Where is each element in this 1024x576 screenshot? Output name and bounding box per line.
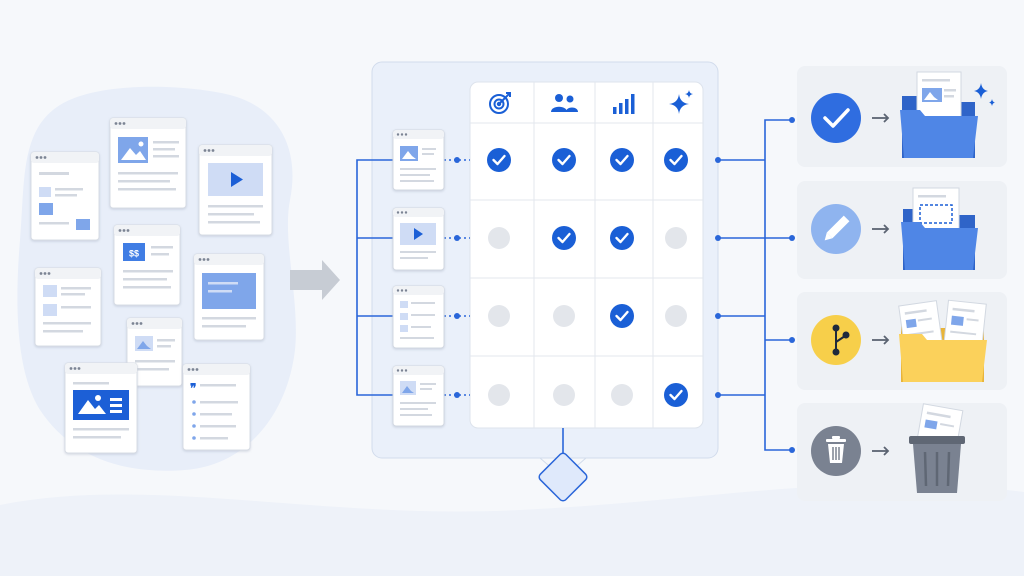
arrow-right-icon: [872, 224, 890, 234]
content-card: [126, 317, 183, 387]
check-mark-icon: [610, 148, 634, 172]
outcome-card-delete: [797, 403, 1007, 501]
check-stroke: [492, 154, 506, 166]
people-icon: [551, 94, 578, 112]
trash-bin-icon: [909, 403, 965, 493]
empty-status-dot: [488, 305, 510, 327]
content-card: [109, 117, 187, 209]
connector-dot: [454, 235, 460, 241]
connector-dot: [454, 313, 460, 319]
empty-status-dot: [488, 227, 510, 249]
sparkle-icon: [669, 90, 693, 114]
connector-dot: [789, 337, 795, 343]
connector-dot: [454, 157, 460, 163]
check-stroke: [557, 154, 571, 166]
decision-diamond: [538, 452, 588, 502]
content-card: [30, 151, 100, 241]
outcome-card-approve: [797, 66, 1007, 167]
connector-dot: [715, 313, 721, 319]
right-connector: [718, 119, 792, 451]
check-stroke: [669, 154, 683, 166]
video-doc-thumbnail: [392, 207, 445, 271]
check-mark-icon: [664, 383, 688, 407]
check-stroke: [615, 232, 629, 244]
check-mark-icon: [552, 148, 576, 172]
outcome-card-branch: [797, 292, 1007, 390]
content-card: [193, 253, 265, 341]
evaluation-grid: [469, 81, 704, 429]
check-stroke: [615, 310, 629, 322]
check-circle-icon: [811, 93, 861, 143]
check-mark-icon: [487, 148, 511, 172]
sparkle-icon: [974, 83, 995, 106]
connector-dot: [715, 235, 721, 241]
empty-status-dot: [665, 227, 687, 249]
arrow-right-icon: [872, 446, 890, 456]
blue-folder-icon: [900, 71, 978, 158]
empty-status-dot: [553, 305, 575, 327]
connector-dot: [715, 392, 721, 398]
empty-status-dot: [665, 305, 687, 327]
connector-dot: [454, 392, 460, 398]
svg-text:❞: ❞: [190, 381, 196, 395]
check-stroke: [615, 154, 629, 166]
grid-lines: [470, 82, 703, 428]
blue-folder-icon: [901, 187, 978, 270]
bar-chart-icon: [613, 94, 635, 114]
connector-dot: [789, 447, 795, 453]
image-doc-thumbnail: [392, 129, 445, 191]
empty-status-dot: [488, 384, 510, 406]
arrow-right-icon: [872, 335, 890, 345]
arrow-right-icon: [872, 113, 890, 123]
matrix-cells: [487, 148, 688, 407]
target-icon: [489, 92, 511, 114]
connector-dot: [789, 117, 795, 123]
content-card: [64, 362, 138, 454]
bottom-wave: [0, 484, 1024, 576]
check-stroke: [669, 389, 683, 401]
empty-status-dot: [611, 384, 633, 406]
check-mark-icon: [610, 304, 634, 328]
check-mark-icon: [552, 226, 576, 250]
check-mark-icon: [664, 148, 688, 172]
svg-text:$$: $$: [129, 249, 139, 259]
bracket-connector-left: [356, 159, 393, 396]
check-stroke: [557, 232, 571, 244]
empty-status-dot: [553, 384, 575, 406]
content-card: ❞: [182, 363, 251, 451]
row-dot-connectors: [444, 159, 470, 396]
outcome-card-edit: [797, 181, 1007, 279]
content-card: [198, 144, 273, 236]
flow-arrow: [290, 260, 340, 300]
yellow-folder-icon: [898, 299, 987, 382]
content-card: [34, 267, 102, 347]
image-text-doc-thumbnail: [392, 365, 445, 427]
text-doc-thumbnail: [392, 285, 445, 349]
check-mark-icon: [610, 226, 634, 250]
content-card: $$: [113, 224, 181, 306]
connector-dot: [789, 235, 795, 241]
connector-dot: [715, 157, 721, 163]
